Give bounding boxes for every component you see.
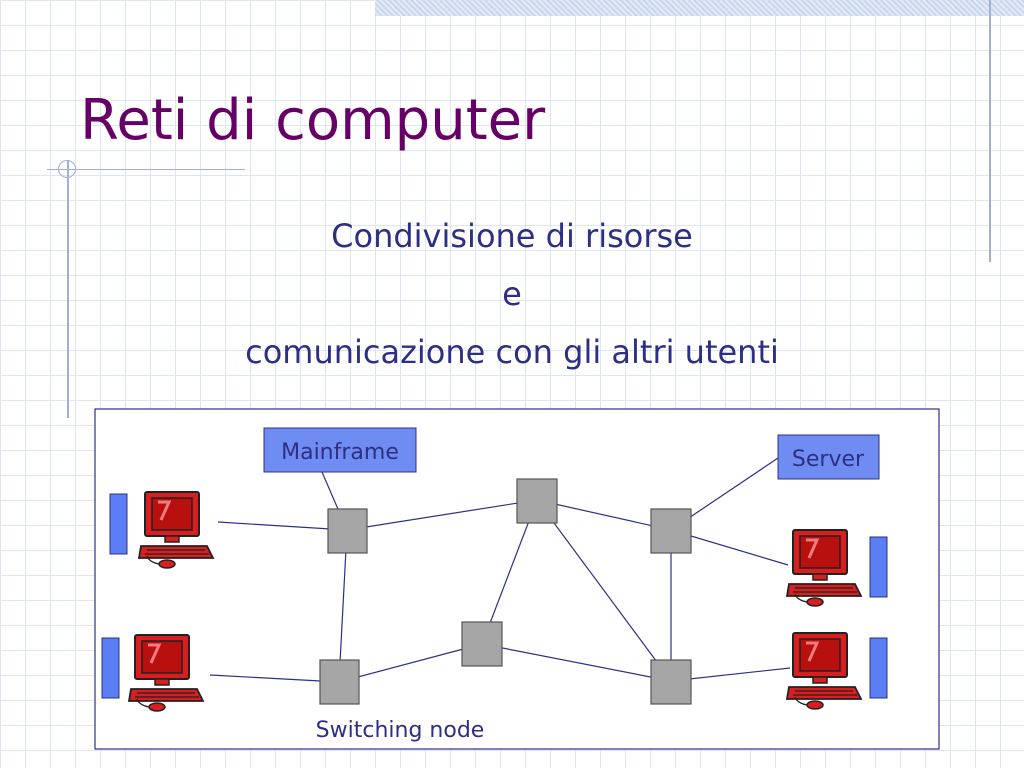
link-n3-n5 [536,499,672,531]
switching-node-label: Switching node [316,718,485,743]
decorative-horizontal-line [47,169,245,170]
link-n3-n4 [481,499,538,645]
decorative-vertical-line-right [989,0,991,262]
subtitle-line-3: comunicazione con gli altri utenti [245,333,779,371]
server-box [777,434,880,480]
header-decoration-bar [375,0,1024,16]
terminal-bar-2 [101,637,120,699]
subtitle-line-1: Condivisione di risorse [331,217,693,255]
switching-node-3 [650,508,692,554]
slide-title: Reti di computer [80,88,546,153]
switching-node-5 [319,659,360,705]
server-label: Server [792,447,865,472]
switching-node-2 [516,478,558,524]
link-pc2-n2 [209,674,340,683]
terminal-bar-4 [869,637,888,699]
switching-node-1 [327,508,368,554]
mainframe-box [263,427,417,473]
link-pc1-n1 [217,521,348,531]
link-n4-n6 [481,643,672,682]
switching-node-6 [650,659,692,705]
switching-node-4 [461,621,503,667]
decorative-circle-mark [58,160,76,178]
link-n1-n3 [346,499,538,531]
terminal-bar-1 [109,493,128,555]
link-n2-n4 [338,643,483,683]
link-n1-n2 [338,529,348,683]
terminal-bar-3 [869,536,888,598]
mainframe-label: Mainframe [281,440,399,465]
subtitle-line-2: e [502,275,522,313]
decorative-vertical-line-left [67,160,69,418]
link-n3-n6 [536,499,672,682]
